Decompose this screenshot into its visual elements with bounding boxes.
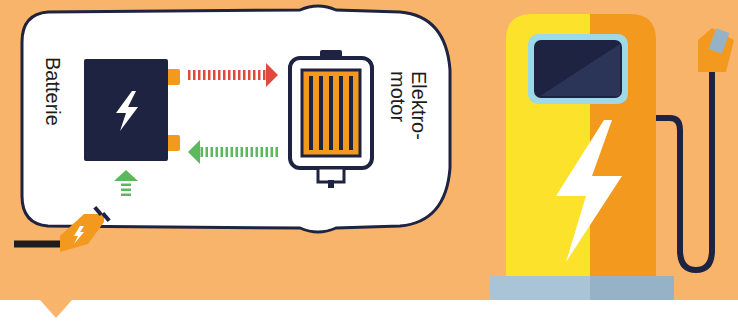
part-label: Batterie <box>42 57 63 167</box>
power-arrow <box>188 63 278 87</box>
charging-plug <box>14 206 111 252</box>
motor-box: Elektro- motor <box>284 50 378 190</box>
charging-station <box>490 14 734 302</box>
part-label: Elektro- motor <box>387 71 429 153</box>
battery-symbol <box>84 55 182 165</box>
motor-symbol <box>284 50 378 190</box>
battery-box: Batterie <box>84 55 182 165</box>
recuperation-arrow <box>188 140 278 164</box>
bottom-band <box>0 300 738 325</box>
charge-arrow <box>114 170 138 196</box>
car-outline <box>22 6 450 232</box>
